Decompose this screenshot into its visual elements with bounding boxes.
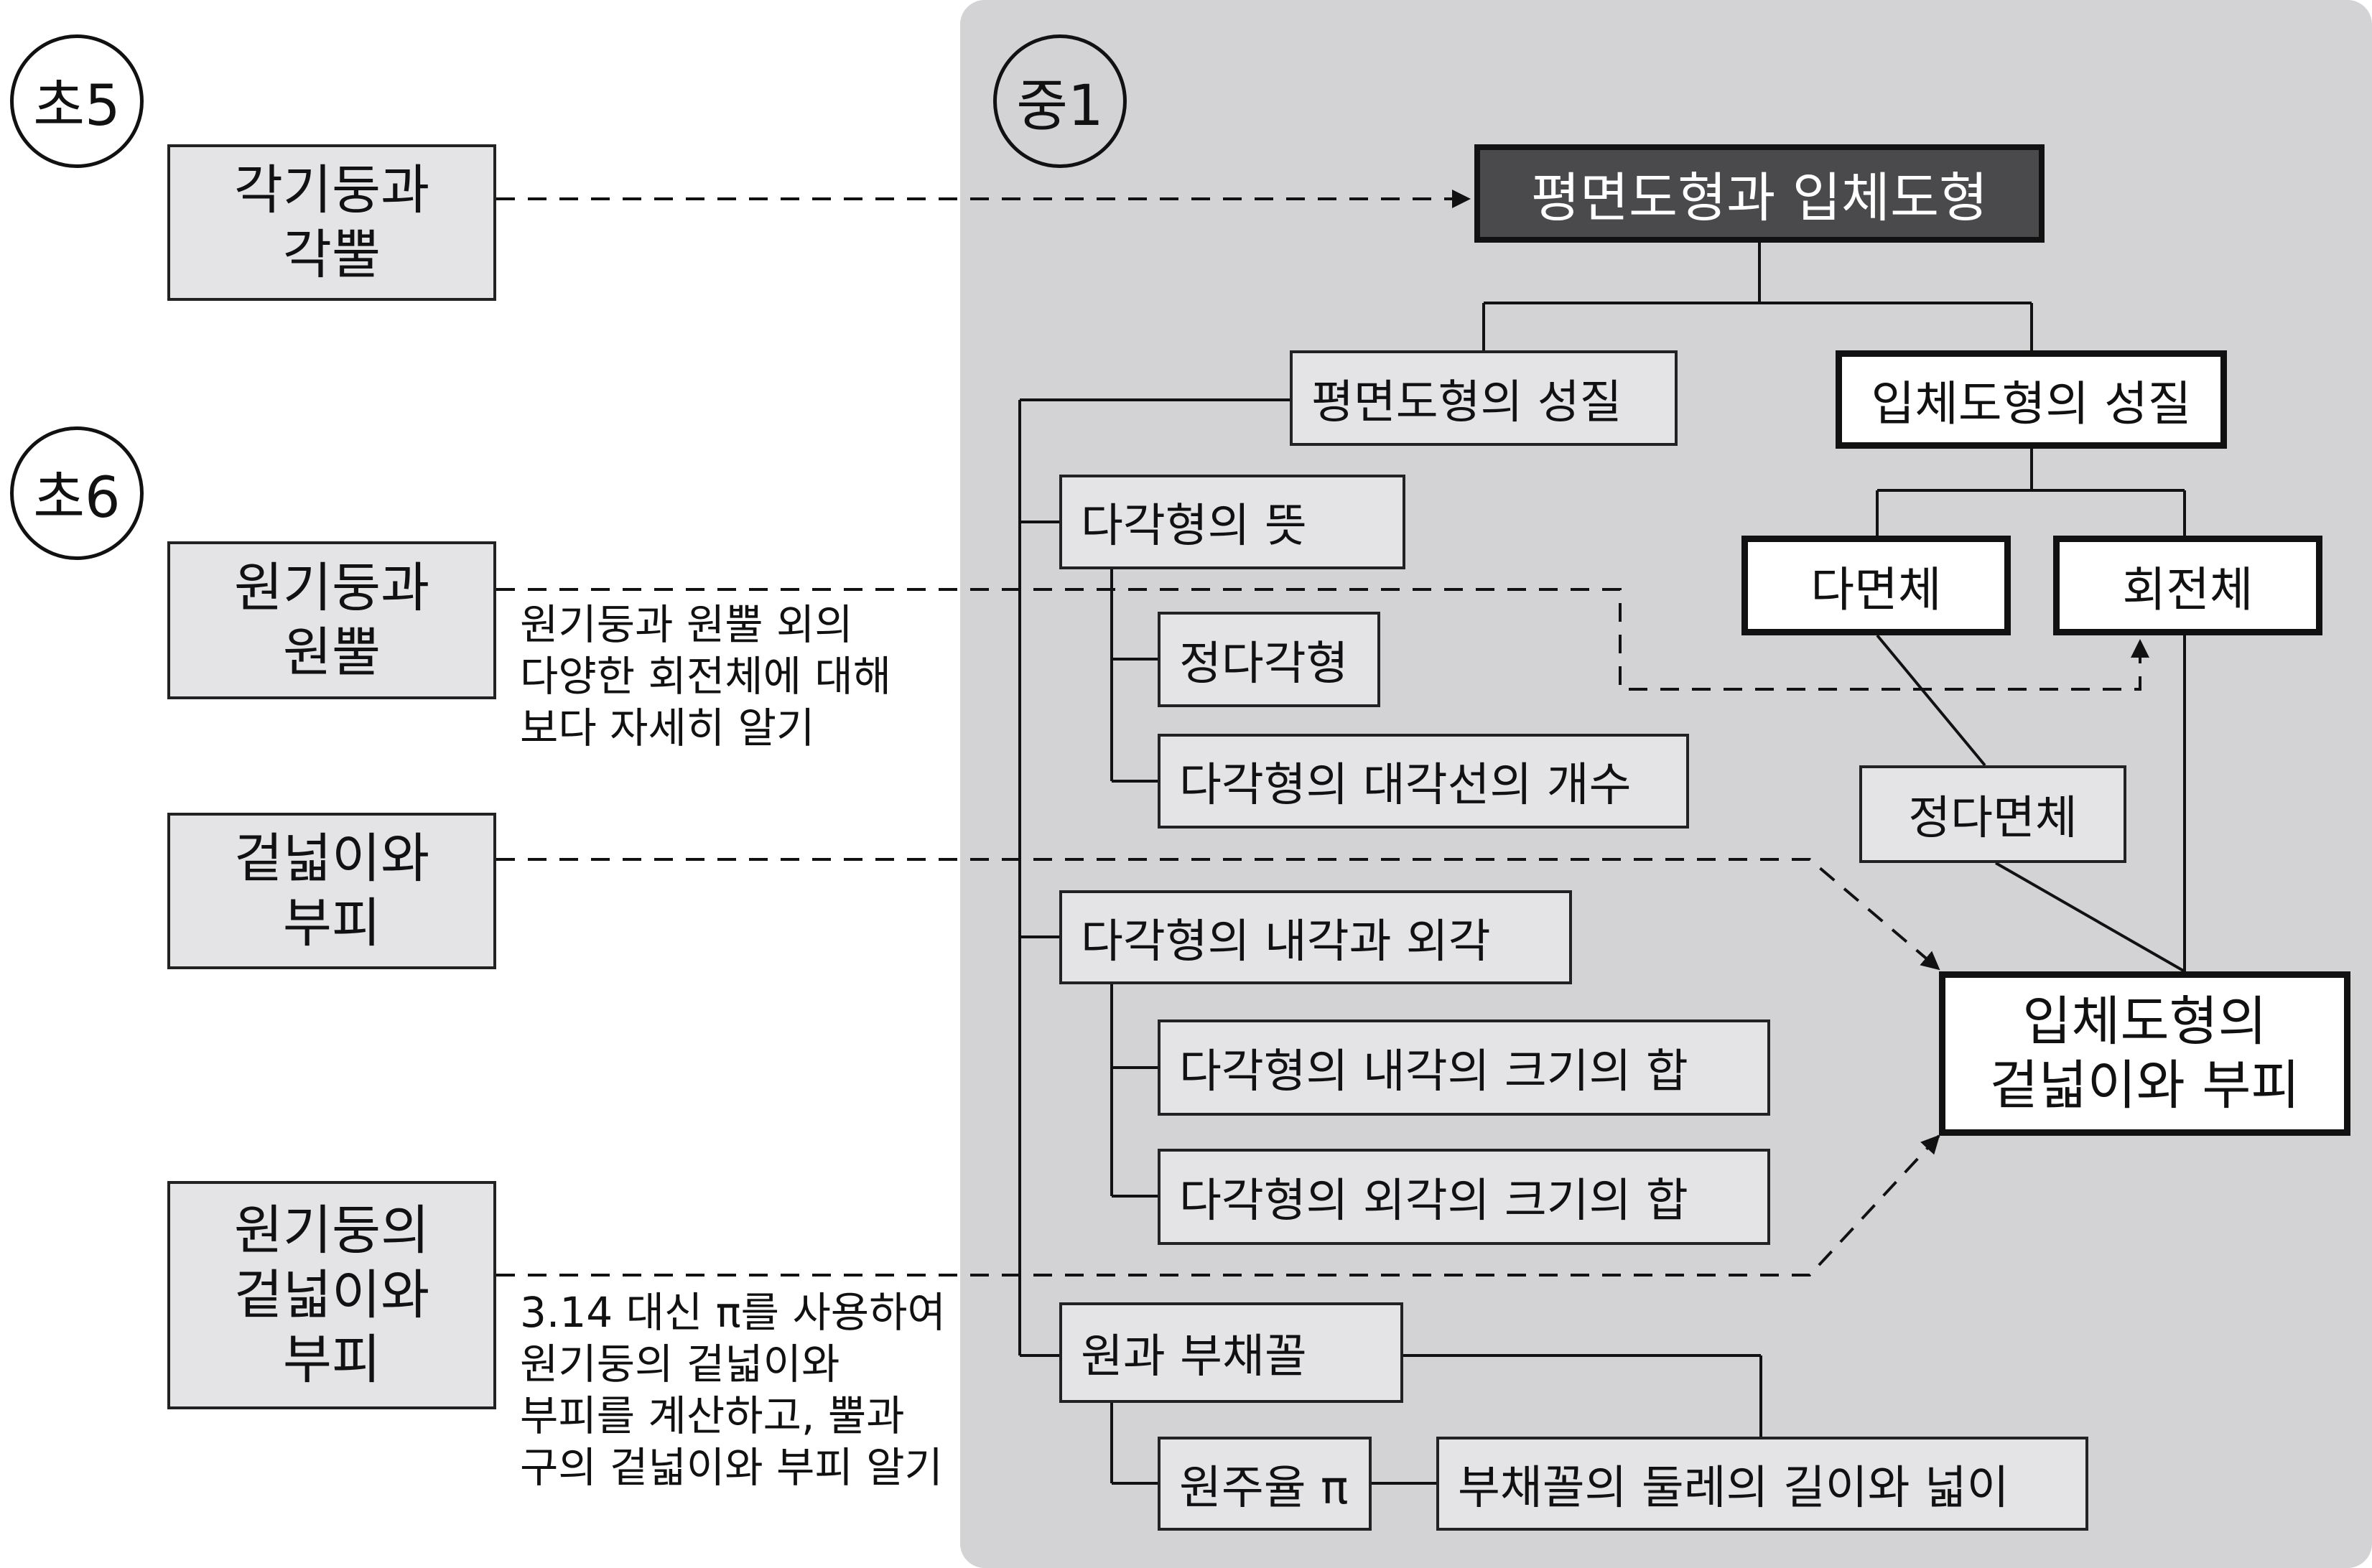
box-exterior-sum: 다각형의 외각의 크기의 합 [1158, 1149, 1770, 1245]
box-circle-sector-label: 원과 부채꼴 [1081, 1330, 1307, 1383]
box-polyhedron-label: 다면체 [1810, 561, 1942, 617]
box-prism-pyramid-line2: 각뿔 [282, 224, 381, 286]
box-prism-pyramid: 각기둥과 각뿔 [167, 144, 496, 301]
box-cylinder-cone-line2: 원뿔 [282, 622, 381, 683]
grade-cho6-badge: 초6 [10, 426, 144, 560]
note-rotation-solids: 원기둥과 원뿔 외의 다양한 회전체에 대해 보다 자세히 알기 [520, 599, 891, 754]
tree-lines [1018, 243, 2186, 1485]
note-rotation-solids-line2: 다양한 회전체에 대해 [520, 652, 892, 701]
box-polygon-meaning: 다각형의 뜻 [1059, 475, 1405, 569]
box-plane-properties-label: 평면도형의 성질 [1311, 375, 1622, 429]
box-regular-polyhedron: 정다면체 [1859, 765, 2126, 863]
box-interior-sum-label: 다각형의 내각의 크기의 합 [1179, 1045, 1688, 1098]
box-interior-exterior-label: 다각형의 내각과 외각 [1081, 915, 1491, 969]
box-solid-properties: 입체도형의 성질 [1836, 350, 2227, 449]
box-root-plane-solid-label: 평면도형과 입체도형 [1530, 167, 1989, 229]
box-regular-polygon: 정다각형 [1158, 612, 1380, 707]
box-circle-sector: 원과 부채꼴 [1059, 1302, 1403, 1403]
grade-cho6-label: 초6 [33, 466, 121, 531]
grade-jung1-badge: 중1 [993, 34, 1127, 168]
box-surface-volume-line1: 겉넓이와 [233, 827, 430, 890]
note-pi-usage: 3.14 대신 π를 사용하여 원기둥의 겉넓이와 부피를 계산하고, 뿔과 구… [520, 1287, 946, 1493]
dashed-arrows [496, 190, 2149, 1277]
box-plane-properties: 평면도형의 성질 [1290, 350, 1678, 446]
box-regular-polygon-label: 정다각형 [1179, 637, 1349, 691]
grade-jung1-label: 중1 [1016, 74, 1104, 139]
box-solid-properties-label: 입체도형의 성질 [1871, 375, 2192, 431]
box-cylinder-surface-volume-line3: 부피 [282, 1329, 381, 1391]
note-pi-usage-line3: 부피를 계산하고, 뿔과 [520, 1391, 905, 1440]
box-sector-arc-area-label: 부채꼴의 둘레의 길이와 넓이 [1458, 1461, 2009, 1515]
box-sector-arc-area: 부채꼴의 둘레의 길이와 넓이 [1436, 1437, 2088, 1531]
note-rotation-solids-line1: 원기둥과 원뿔 외의 [520, 600, 853, 649]
box-diagonal-count-label: 다각형의 대각선의 개수 [1179, 759, 1632, 812]
box-root-plane-solid: 평면도형과 입체도형 [1474, 144, 2045, 243]
note-pi-usage-line1: 3.14 대신 π를 사용하여 [520, 1288, 946, 1337]
box-regular-polyhedron-label: 정다면체 [1908, 792, 2078, 845]
box-surface-volume: 겉넓이와 부피 [167, 813, 496, 969]
box-interior-exterior: 다각형의 내각과 외각 [1059, 890, 1572, 984]
box-cylinder-surface-volume: 원기둥의 겉넓이와 부피 [167, 1181, 496, 1409]
box-solid-surface-volume-line1: 입체도형의 [2022, 990, 2267, 1053]
note-rotation-solids-line3: 보다 자세히 알기 [520, 704, 815, 752]
note-pi-usage-line4: 구의 겉넓이와 부피 알기 [520, 1443, 943, 1492]
grade-cho5-badge: 초5 [10, 34, 144, 168]
box-cylinder-cone-line1: 원기둥과 [233, 556, 430, 619]
box-diagonal-count: 다각형의 대각선의 개수 [1158, 734, 1689, 829]
box-rotation-solid: 회전체 [2053, 536, 2322, 635]
box-polyhedron: 다면체 [1741, 536, 2011, 635]
box-exterior-sum-label: 다각형의 외각의 크기의 합 [1179, 1175, 1688, 1228]
box-cylinder-surface-volume-line2: 겉넓이와 [233, 1264, 430, 1326]
box-rotation-solid-label: 회전체 [2122, 561, 2254, 617]
grade-cho5-label: 초5 [33, 74, 121, 139]
box-cylinder-surface-volume-line1: 원기둥의 [233, 1199, 430, 1261]
box-pi-label: 원주율 π [1179, 1461, 1349, 1515]
note-pi-usage-line2: 원기둥의 겉넓이와 [520, 1340, 840, 1389]
box-solid-surface-volume: 입체도형의 겉넓이와 부피 [1939, 971, 2350, 1136]
box-pi: 원주율 π [1158, 1437, 1372, 1531]
box-interior-sum: 다각형의 내각의 크기의 합 [1158, 1019, 1770, 1116]
box-cylinder-cone: 원기둥과 원뿔 [167, 541, 496, 699]
box-solid-surface-volume-line2: 겉넓이와 부피 [1989, 1054, 2300, 1116]
box-prism-pyramid-line1: 각기둥과 [233, 159, 430, 221]
box-polygon-meaning-label: 다각형의 뜻 [1081, 500, 1307, 553]
box-surface-volume-line2: 부피 [282, 892, 381, 954]
